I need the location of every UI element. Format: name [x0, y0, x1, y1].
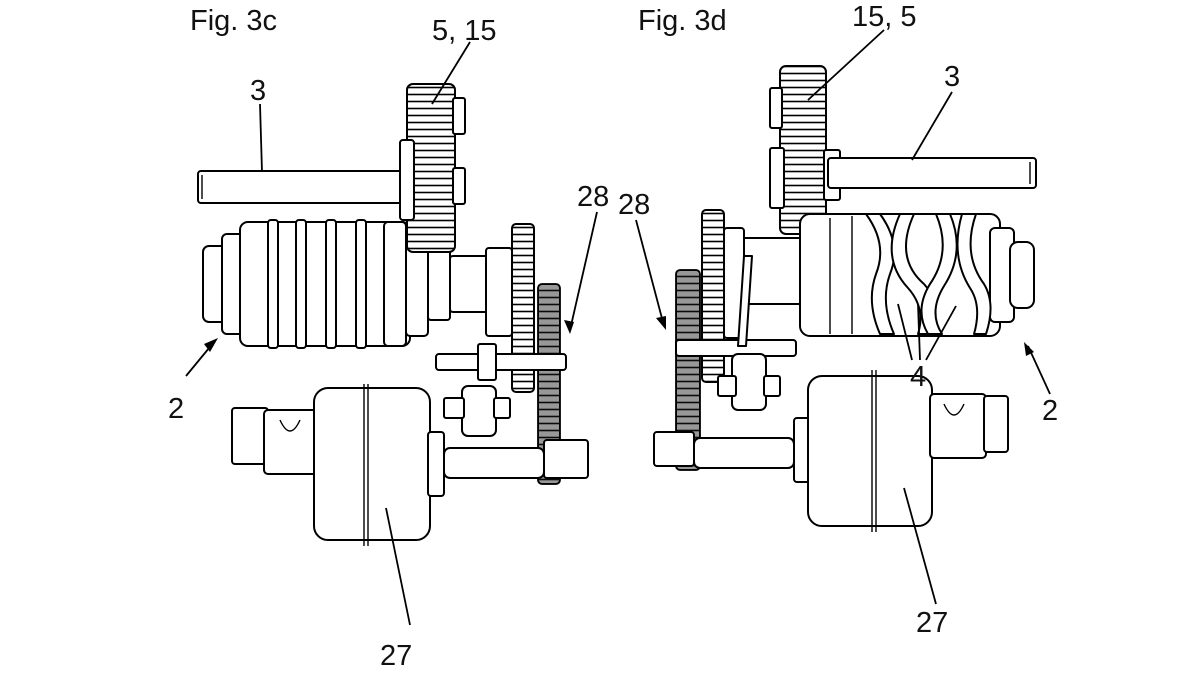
shift-shaft-3d — [827, 157, 1037, 189]
leader-motor-3c — [385, 507, 411, 626]
leader-motor-3d — [903, 487, 937, 605]
label-motor-3c: 27 — [380, 640, 412, 672]
arrow-drum-3d — [1024, 342, 1034, 356]
figure-3d-title: Fig. 3d — [638, 5, 727, 37]
label-gear-3d: 15, 5 — [852, 1, 917, 33]
selector-gear-3c — [399, 83, 466, 253]
label-gear-3c: 5, 15 — [432, 15, 497, 47]
arrow-drum-3c — [204, 338, 218, 352]
shift-shaft-3c — [197, 170, 414, 204]
figure-3d: Fig. 3d — [618, 1, 1058, 639]
leader-actuator-3c — [569, 211, 598, 331]
arrow-actuator-3c — [564, 320, 574, 334]
label-grooves-3d: 4 — [910, 361, 926, 393]
label-actuator-3d: 28 — [618, 189, 650, 221]
leader-shaft-3d — [911, 91, 953, 161]
leader-drum-3d — [1027, 345, 1051, 395]
shift-drum-3d — [739, 213, 1035, 337]
leader-groove-c-3d — [925, 305, 957, 361]
motor-3d — [653, 370, 1009, 532]
figure-3c: Fig. 3c — [168, 5, 609, 672]
motor-3c — [231, 384, 589, 546]
leader-actuator-3d — [635, 219, 665, 327]
label-drum-3d: 2 — [1042, 395, 1058, 427]
label-shaft-3d: 3 — [944, 61, 960, 93]
leader-gear-3c — [431, 41, 471, 105]
shift-drum-3c — [202, 219, 501, 349]
leader-groove-b-3d — [917, 303, 921, 361]
label-motor-3d: 27 — [916, 607, 948, 639]
arrow-actuator-3d — [656, 316, 666, 330]
label-shaft-3c: 3 — [250, 75, 266, 107]
selector-gear-3d — [769, 65, 841, 235]
label-actuator-3c: 28 — [577, 181, 609, 213]
label-drum-3c: 2 — [168, 393, 184, 425]
leader-gear-3d — [807, 29, 885, 101]
drum-end-gears-3c — [485, 223, 561, 485]
figure-3c-title: Fig. 3c — [190, 5, 277, 37]
leader-groove-a-3d — [897, 303, 913, 361]
leader-shaft-3c — [259, 103, 263, 173]
linkage-3d — [675, 255, 797, 411]
linkage-3c — [435, 343, 567, 437]
